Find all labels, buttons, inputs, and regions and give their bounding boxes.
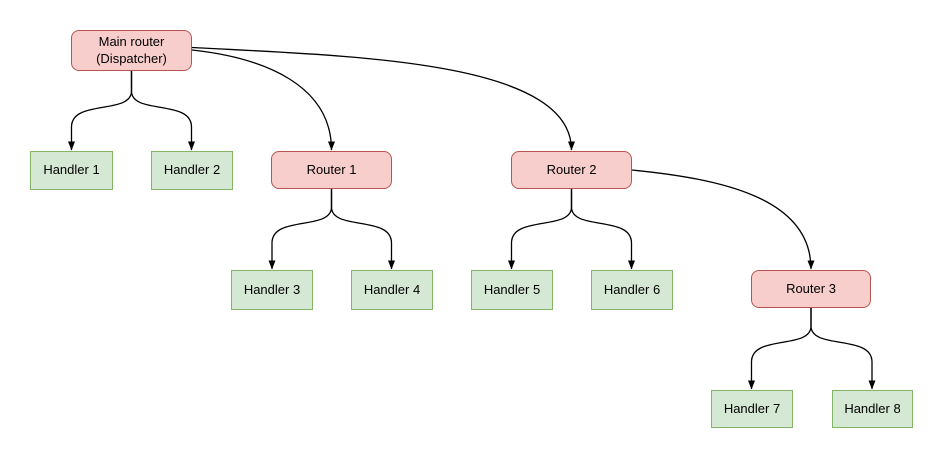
edge-router-3-to-handler-7 [748,308,812,390]
edge-main-router-to-router-2 [191,46,575,151]
node-handler-5: Handler 5 [471,270,553,310]
node-handler-3: Handler 3 [231,270,313,310]
edge-router-3-to-handler-8 [810,308,876,390]
node-handler-6: Handler 6 [591,270,673,310]
node-main-router: Main router (Dispatcher) [71,30,192,71]
node-handler-8: Handler 8 [832,390,913,428]
node-router-1: Router 1 [271,151,392,189]
node-handler-1: Handler 1 [30,151,113,190]
node-router-2: Router 2 [511,151,632,189]
edge-main-router-to-handler-1 [68,71,133,151]
node-handler-2: Handler 2 [151,151,233,190]
node-handler-4: Handler 4 [351,270,433,310]
edge-router-1-to-handler-3 [268,189,333,270]
edge-router-2-to-handler-6 [570,189,635,270]
edge-main-router-to-handler-2 [130,71,195,151]
edge-router-1-to-handler-4 [330,189,395,270]
edge-router-2-to-handler-5 [508,189,573,270]
node-router-3: Router 3 [751,270,871,308]
edge-main-router-to-router-1 [191,49,335,151]
edge-router-2-to-router-3 [631,169,815,270]
node-handler-7: Handler 7 [711,390,793,428]
